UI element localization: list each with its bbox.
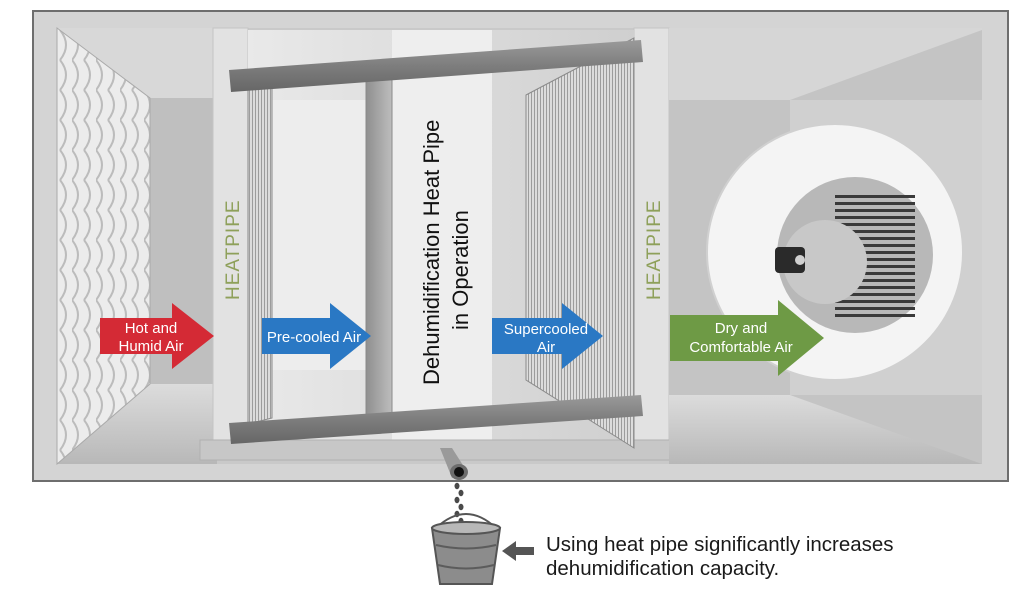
arrow-dry-comfortable-air: Dry and Comfortable Air xyxy=(670,300,824,376)
fan-blade xyxy=(835,300,915,303)
caption-line1: Using heat pipe significantly increases xyxy=(546,533,894,556)
fan-blade xyxy=(835,230,915,233)
pointer-arrow-icon xyxy=(502,541,534,561)
fan-blade xyxy=(835,223,915,226)
heatpipe-right-label: HEATPIPE xyxy=(644,199,665,300)
fan-blade xyxy=(835,209,915,212)
arrow-hot-humid-line2: Humid Air xyxy=(118,338,183,355)
fan-blade xyxy=(835,237,915,240)
fan-blade xyxy=(835,286,915,289)
fan-blade xyxy=(835,258,915,261)
precool-coil xyxy=(247,74,273,425)
fan-blade xyxy=(835,265,915,268)
center-title-line2: in Operation xyxy=(448,210,473,330)
arrow-supercooled-shape xyxy=(492,303,603,369)
fan-blade xyxy=(835,307,915,310)
water-drop xyxy=(458,489,464,497)
right-heatpipe-post xyxy=(633,27,670,454)
center-title-line1: Dehumidification Heat Pipe xyxy=(419,120,444,385)
lower-heat-pipe xyxy=(229,395,643,444)
arrow-hot-humid-shape xyxy=(100,303,214,369)
drain-pipe xyxy=(440,448,468,480)
arrow-hot-humid-air: Hot and Humid Air xyxy=(100,303,214,369)
arrow-dry-comfortable-shape xyxy=(670,300,824,376)
arrow-dry-comfortable-line1: Dry and xyxy=(715,320,768,337)
arrow-supercooled-line2: Air xyxy=(537,339,555,356)
fan-blade xyxy=(835,202,915,205)
water-bucket-icon xyxy=(430,513,502,585)
caption: Using heat pipe significantly increases … xyxy=(546,533,1006,581)
fan-section-ceiling xyxy=(669,28,982,100)
arrow-dry-comfortable-line2: Comfortable Air xyxy=(689,339,792,356)
fan-blade xyxy=(835,195,915,198)
fan-blade xyxy=(835,279,915,282)
fan-blade xyxy=(835,244,915,247)
air-filter xyxy=(56,26,151,466)
arrow-pre-cooled-air: Pre-cooled Air xyxy=(262,303,371,369)
water-drop xyxy=(454,482,460,490)
fan-section-floor xyxy=(669,395,982,464)
reheat-coil xyxy=(525,37,635,449)
fan-hub-center xyxy=(795,255,805,265)
fan-hub-ring xyxy=(783,220,867,304)
upper-heat-pipe xyxy=(229,40,643,92)
arrow-pre-cooled-line1: Pre-cooled Air xyxy=(267,329,361,346)
fan-hub xyxy=(775,247,805,273)
water-drop xyxy=(458,503,464,511)
arrow-pre-cooled-shape xyxy=(262,303,371,369)
caption-line2: dehumidification capacity. xyxy=(546,557,780,580)
heatpipe-left-label: HEATPIPE xyxy=(223,199,244,300)
arrow-supercooled-air: Supercooled Air xyxy=(492,303,603,369)
fan-blade xyxy=(835,251,915,254)
center-panel xyxy=(392,30,492,450)
evaporator-coil xyxy=(365,74,393,426)
water-drop xyxy=(454,496,460,504)
fan-blade xyxy=(835,272,915,275)
fan-blade xyxy=(835,314,915,317)
arrow-supercooled-line1: Supercooled xyxy=(504,321,588,338)
chamber-floor xyxy=(199,439,681,461)
fan-blades xyxy=(835,195,915,317)
left-heatpipe-post xyxy=(212,27,249,454)
arrow-hot-humid-line1: Hot and xyxy=(125,320,178,337)
fan-blade xyxy=(835,216,915,219)
fan-blade xyxy=(835,293,915,296)
